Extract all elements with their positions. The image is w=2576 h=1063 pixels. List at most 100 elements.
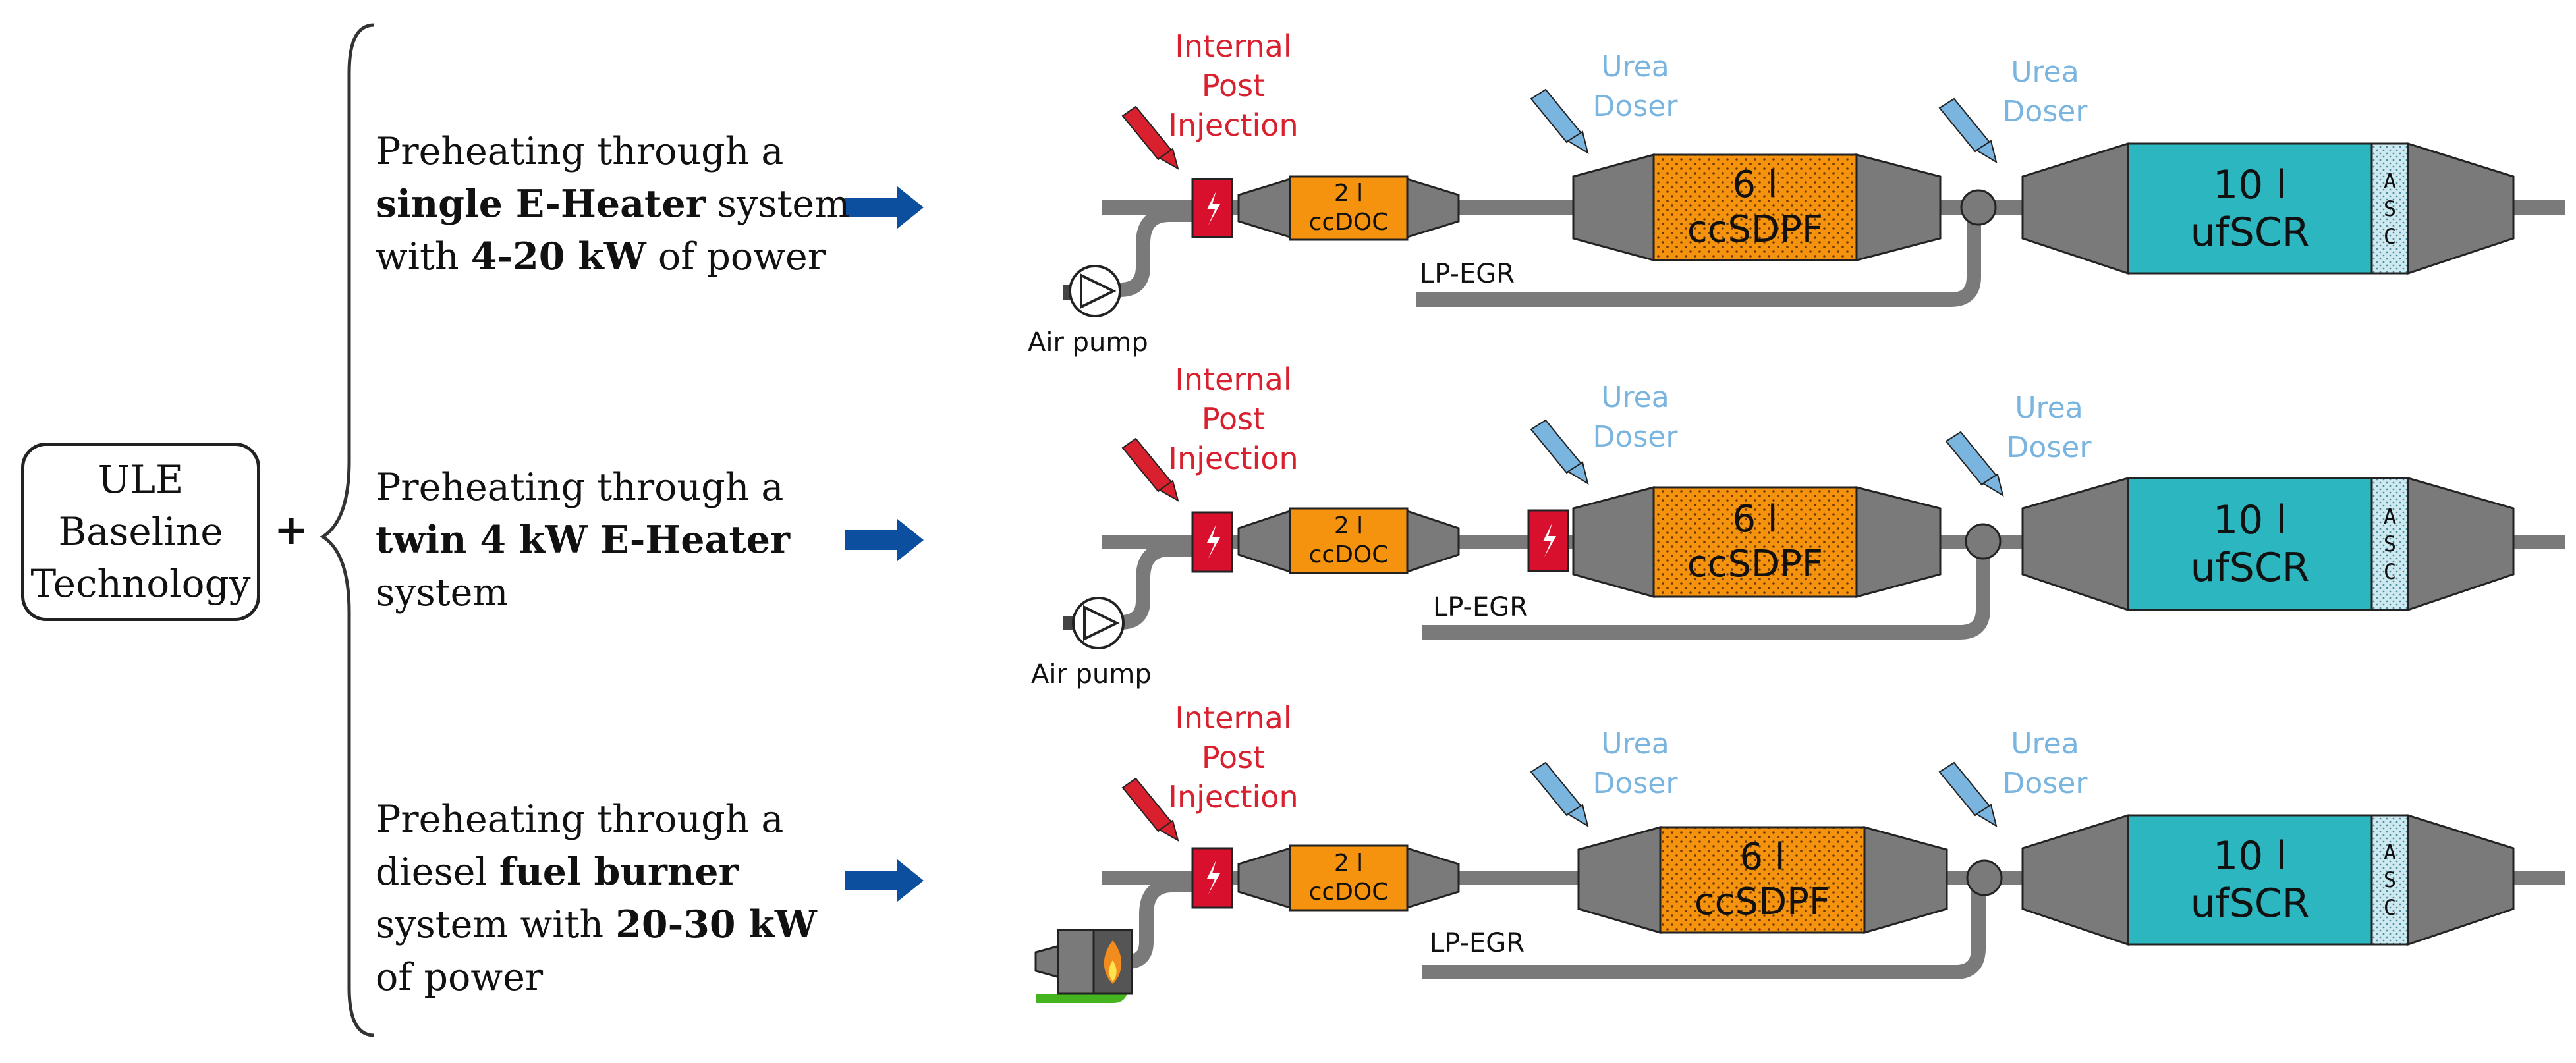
air-pump-housing bbox=[1063, 616, 1074, 630]
ccdoc-label: 2 l ccDOC bbox=[1290, 177, 1407, 240]
label-line: A bbox=[2383, 504, 2397, 529]
option-text-bold: fuel burner bbox=[499, 850, 739, 894]
ccdoc bbox=[1289, 175, 1409, 241]
scr-outlet-cone bbox=[2407, 142, 2515, 275]
doc-outlet-cone bbox=[1406, 177, 1460, 239]
scr-inlet-cone bbox=[2021, 142, 2129, 275]
post-injector bbox=[1121, 777, 1179, 842]
label-line: Doser bbox=[1592, 767, 1678, 800]
label-line: Urea bbox=[2011, 55, 2079, 89]
option-line: system with 20-30 kW bbox=[376, 898, 850, 951]
label-line: Urea bbox=[1601, 381, 1669, 414]
system-row-3 bbox=[845, 761, 2565, 1003]
label-line: 10 l bbox=[2212, 497, 2287, 543]
urea-doser-2 bbox=[1945, 431, 2004, 497]
e-heater-second bbox=[1527, 509, 1569, 572]
urea-doser-1 bbox=[1530, 419, 1589, 485]
ccsdpf bbox=[1652, 486, 1858, 598]
blue-arrow bbox=[845, 519, 924, 561]
urea-doser-label: Urea Doser bbox=[1973, 724, 2117, 804]
label-line: ufSCR bbox=[2190, 545, 2310, 591]
mixer-junction bbox=[1966, 859, 2003, 896]
scr-outlet-cone bbox=[2407, 477, 2515, 612]
urea-doser-label: Urea Doser bbox=[1563, 378, 1708, 457]
lightning-icon bbox=[1207, 860, 1220, 894]
ccsdpf-label: 6 l ccSDPF bbox=[1660, 827, 1864, 933]
baseline-line: ULE bbox=[98, 457, 184, 502]
doc-inlet-cone bbox=[1237, 177, 1291, 239]
ufscr-label: 10 l ufSCR bbox=[2128, 478, 2372, 610]
label-line: 6 l bbox=[1732, 498, 1778, 541]
post-injector bbox=[1121, 437, 1179, 503]
asc-label: A S C bbox=[2372, 144, 2408, 273]
option-line: of power bbox=[376, 951, 850, 1004]
ccsdpf-label: 6 l ccSDPF bbox=[1654, 155, 1857, 260]
option-text: system with bbox=[376, 903, 616, 946]
option-text-bold: 4-20 kW bbox=[470, 234, 646, 279]
label-line: 2 l bbox=[1333, 512, 1364, 539]
ccsdpf bbox=[1659, 826, 1866, 934]
sdpf-inlet-cone bbox=[1577, 826, 1662, 934]
label-line: Doser bbox=[2006, 431, 2092, 464]
doc-outlet-cone bbox=[1406, 846, 1460, 910]
label-line: 6 l bbox=[1739, 836, 1785, 879]
lp-egr-label: LP-EGR bbox=[1430, 928, 1525, 958]
asc bbox=[2370, 814, 2409, 946]
ccsdpf bbox=[1652, 153, 1858, 261]
asc-label: A S C bbox=[2372, 815, 2408, 944]
label-line: ccSDPF bbox=[1687, 208, 1824, 251]
air-pump-pipe bbox=[1117, 207, 1196, 297]
option-text-bold: 20-30 kW bbox=[615, 902, 817, 946]
sdpf-outlet-cone bbox=[1855, 153, 1942, 261]
urea-doser-2 bbox=[1938, 761, 1998, 828]
label-line: ccSDPF bbox=[1687, 543, 1824, 586]
lp-egr-pipe bbox=[1422, 549, 1990, 640]
option-text: diesel bbox=[376, 850, 499, 894]
option-line: diesel fuel burner bbox=[376, 846, 850, 898]
lightning-icon bbox=[1207, 191, 1220, 225]
baseline-technology-box: ULE Baseline Technology bbox=[21, 443, 260, 621]
label-line: Doser bbox=[1592, 90, 1678, 123]
plus-sign: + bbox=[274, 506, 308, 554]
option-text: Preheating through a bbox=[376, 798, 784, 841]
option-line: Preheating through a bbox=[376, 793, 850, 846]
label-line: Injection bbox=[1168, 441, 1299, 476]
label-line: ccDOC bbox=[1308, 879, 1389, 906]
air-pump-label: Air pump bbox=[1031, 659, 1152, 690]
option-line: with 4-20 kW of power bbox=[376, 231, 850, 283]
ccdoc-label: 2 l ccDOC bbox=[1290, 508, 1407, 573]
option-text-bold: single E-Heater bbox=[376, 182, 706, 226]
sdpf-outlet-cone bbox=[1863, 826, 1948, 934]
label-line: Doser bbox=[2002, 95, 2088, 128]
baseline-line: Technology bbox=[30, 561, 251, 606]
doc-inlet-cone bbox=[1237, 846, 1291, 910]
label-line: Injection bbox=[1168, 107, 1299, 143]
option-text: system bbox=[376, 571, 509, 614]
option-text: of power bbox=[376, 956, 544, 999]
label-line: C bbox=[2383, 559, 2397, 584]
label-line: Doser bbox=[1592, 420, 1678, 454]
lp-egr-pipe bbox=[1416, 215, 1981, 307]
label-line: Internal bbox=[1175, 700, 1292, 736]
label-line: S bbox=[2383, 196, 2397, 221]
urea-doser-2 bbox=[1938, 97, 1998, 164]
label-line: Post bbox=[1201, 401, 1266, 437]
label-line: Internal bbox=[1175, 362, 1292, 397]
option-text: of power bbox=[646, 235, 826, 279]
urea-doser-label: Urea Doser bbox=[1563, 47, 1708, 126]
label-line: Urea bbox=[1601, 50, 1669, 84]
grouping-brace bbox=[320, 23, 375, 1037]
lp-egr-label: LP-EGR bbox=[1420, 259, 1515, 289]
injection-label: Internal Post Injection bbox=[1148, 360, 1319, 478]
post-injector bbox=[1121, 105, 1179, 171]
scr-outlet-cone bbox=[2407, 813, 2515, 946]
system-row-1 bbox=[845, 88, 2565, 317]
label-line: Injection bbox=[1168, 779, 1299, 815]
urea-doser-label: Urea Doser bbox=[1976, 389, 2121, 468]
option-text: Preheating through a bbox=[376, 130, 784, 173]
label-line: S bbox=[2383, 532, 2397, 557]
lp-egr-label: LP-EGR bbox=[1433, 592, 1528, 622]
